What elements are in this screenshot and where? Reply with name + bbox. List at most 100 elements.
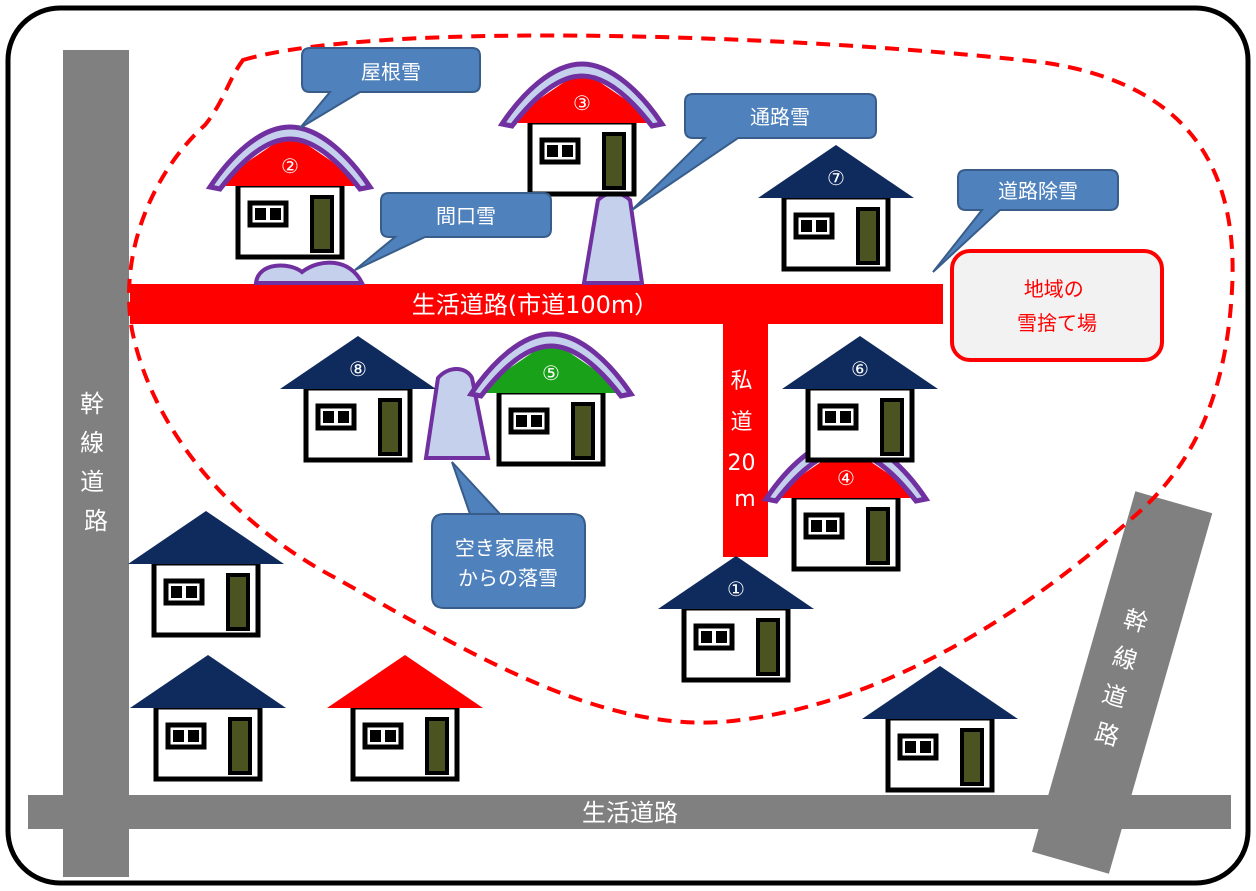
callout-frontage-snow-text: 間口雪 <box>436 204 496 228</box>
trunk-road-left-label: 幹 線 道 路 <box>80 390 112 535</box>
trunk-left-char-2: 線 <box>80 429 104 457</box>
window-pane <box>562 145 573 157</box>
house-door <box>880 398 904 456</box>
callout-path-snow: 通路雪 <box>631 93 877 211</box>
house <box>128 511 284 638</box>
window-pane <box>338 411 349 423</box>
snow-dump-site-text: 地域の 雪捨て場 <box>1017 277 1097 335</box>
house-door <box>378 398 402 456</box>
house-roof <box>128 511 284 564</box>
house-door <box>866 507 890 565</box>
dump-site-line-2: 雪捨て場 <box>1017 311 1097 335</box>
window-pane <box>188 730 199 742</box>
window-pane <box>370 730 381 742</box>
house-door <box>310 195 334 253</box>
house: ④ <box>761 436 931 572</box>
house-door <box>226 573 250 631</box>
house-door <box>425 717 449 775</box>
bottom-road: 生活道路 <box>28 795 1231 829</box>
house-roof <box>212 133 368 186</box>
trunk-left-char-4: 路 <box>84 507 108 535</box>
callout-frontage-snow: 間口雪 <box>354 192 552 271</box>
house <box>862 666 1018 793</box>
callout-path-snow-text: 通路雪 <box>750 105 810 129</box>
house-roof <box>280 336 436 389</box>
house: ⑥ <box>782 336 938 463</box>
dump-site-line-1: 地域の <box>1024 277 1084 301</box>
window-pane <box>171 586 182 598</box>
houses: ① ② ③ ④ ⑤ ⑥ ⑦ ⑧ <box>128 61 1018 793</box>
roof-snow <box>466 331 636 399</box>
window-pane <box>173 730 184 742</box>
window-pane <box>920 741 931 753</box>
window-pane <box>905 741 916 753</box>
trunk-road-right: 幹 線 道 路 <box>1032 491 1213 874</box>
community-boundary <box>127 33 1235 725</box>
callout-roof-snow-text: 屋根雪 <box>361 60 421 84</box>
callout-roof-snow: 屋根雪 <box>299 47 481 129</box>
house-door <box>571 402 595 460</box>
window-pane <box>385 730 396 742</box>
private-road-char-2: 道 <box>730 410 752 435</box>
house-number: ① <box>727 577 745 601</box>
callout-vacant-line-2: からの落雪 <box>458 566 558 590</box>
house-door <box>602 132 626 190</box>
house-number: ④ <box>837 466 855 490</box>
window-pane <box>840 411 851 423</box>
roof-snow <box>205 124 375 192</box>
snow-dump-site: 地域の 雪捨て場 <box>950 249 1164 362</box>
frontage-snow-pile <box>253 260 366 285</box>
house: ⑦ <box>758 145 914 272</box>
house-roof <box>758 145 914 198</box>
window-pane <box>825 411 836 423</box>
house-roof <box>130 655 286 708</box>
window-pane <box>826 520 837 532</box>
house: ⑧ <box>280 336 436 463</box>
private-road-char-3: 20 <box>728 451 756 476</box>
private-road-char-4: m <box>734 487 755 512</box>
window-pane <box>186 586 197 598</box>
house-roof <box>768 445 924 498</box>
callout-vacant-house: 空き家屋根 からの落雪 <box>431 461 586 609</box>
roof-snow <box>497 61 667 129</box>
callout-road-clearing-text: 道路除雪 <box>998 179 1078 203</box>
callout-road-clearing: 道路除雪 <box>932 169 1119 273</box>
house-roof <box>327 655 483 708</box>
window-pane <box>716 631 727 643</box>
trunk-road-right-label: 幹 線 道 路 <box>1088 605 1158 753</box>
house-roof <box>504 70 660 123</box>
house-number: ⑧ <box>349 357 367 381</box>
window-pane <box>531 415 542 427</box>
house-door <box>960 728 984 786</box>
house <box>327 655 483 782</box>
window-pane <box>547 145 558 157</box>
house-number: ⑥ <box>851 357 869 381</box>
house-door <box>756 618 780 676</box>
window-pane <box>801 220 812 232</box>
main-road-label: 生活道路(市道100m） <box>412 291 659 319</box>
house-roof <box>473 340 629 393</box>
house: ③ <box>497 61 667 197</box>
window-pane <box>811 520 822 532</box>
house-number: ② <box>281 154 299 178</box>
window-pane <box>323 411 334 423</box>
callout-vacant-line-1: 空き家屋根 <box>455 536 555 560</box>
private-road-label: 私 道 20 m <box>728 369 763 512</box>
house <box>130 655 286 782</box>
house-roof <box>658 556 814 609</box>
private-road: 私 道 20 m <box>723 322 768 557</box>
house-roof <box>782 336 938 389</box>
house-roof <box>862 666 1018 719</box>
house: ② <box>205 124 375 260</box>
trunk-road-left: 幹 線 道 路 <box>63 50 129 877</box>
bottom-road-label: 生活道路 <box>582 799 678 827</box>
house-door <box>228 717 252 775</box>
window-pane <box>270 208 281 220</box>
house: ⑤ <box>466 331 636 467</box>
house-door <box>856 207 880 265</box>
window-pane <box>516 415 527 427</box>
house: ① <box>658 556 814 683</box>
trunk-left-char-3: 道 <box>80 468 104 496</box>
trunk-left-char-1: 幹 <box>80 390 104 418</box>
